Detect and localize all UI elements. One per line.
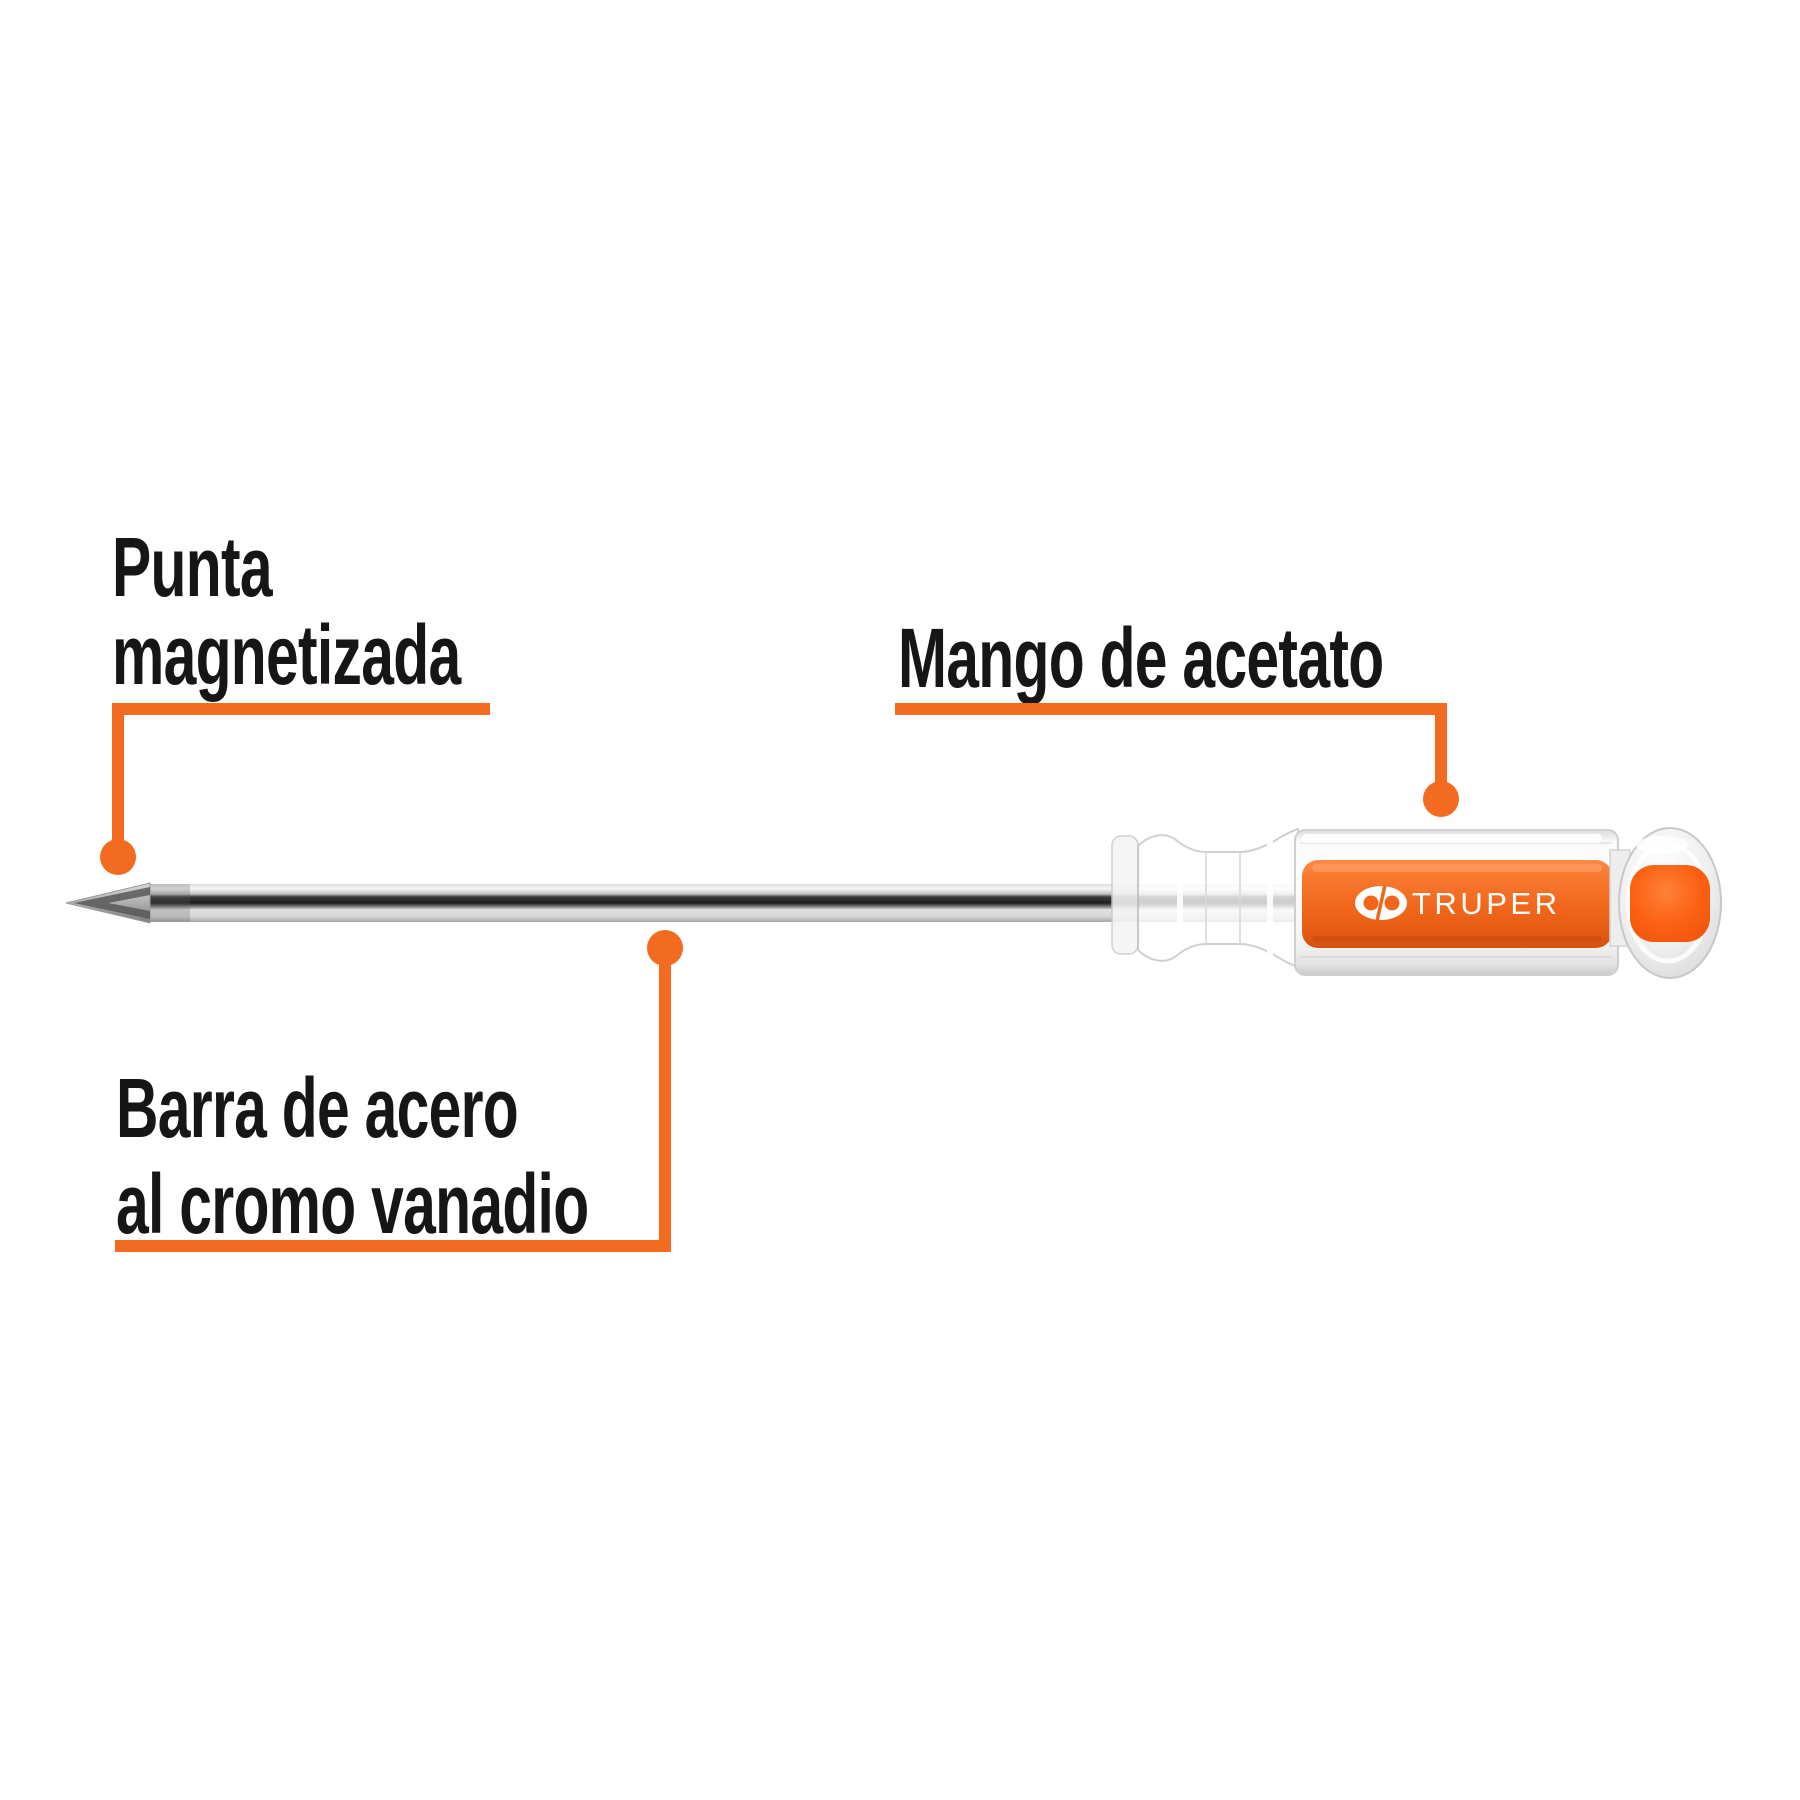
shaft-flange (1111, 835, 1139, 955)
label-punta-line1: Punta (112, 520, 273, 614)
label-mango-de-acetato: Mango de acetato (898, 611, 1384, 705)
handle-cap-seam (1609, 849, 1631, 947)
handle-body (1294, 829, 1619, 976)
truper-logo-icon (1355, 884, 1407, 922)
band-bottom-shade (1312, 936, 1602, 942)
label-punta-magnetizada: Punta magnetizada (112, 520, 461, 702)
label-punta-line2: magnetizada (112, 608, 461, 702)
punta-callout-dot (100, 839, 136, 875)
clear-collar (1137, 827, 1299, 969)
truper-logo-text: TRUPER (1412, 886, 1560, 921)
label-mango-text: Mango de acetato (898, 611, 1384, 705)
mango-callout-dot (1423, 781, 1459, 817)
screwdriver-shaft (148, 884, 1308, 922)
phillips-tip-flutes (74, 887, 150, 919)
handle-end-cap (1618, 827, 1722, 979)
mango-callout-line-vertical (1435, 703, 1447, 798)
handle-orange-band: TRUPER (1302, 860, 1612, 948)
end-cap-glare (1636, 836, 1688, 854)
handle-gloss-highlight (1302, 834, 1602, 843)
barra-callout-line-horizontal (115, 1240, 671, 1252)
barra-callout-line-vertical (659, 950, 671, 1252)
end-cap-orange-insert (1630, 865, 1710, 942)
shaft-tip-zone (148, 884, 190, 922)
label-barra-line1: Barra de acero (116, 1061, 519, 1155)
label-barra-de-acero: Barra de acero al cromo vanadio (116, 1060, 589, 1252)
punta-callout-line-vertical (112, 703, 124, 853)
label-barra-line2: al cromo vanadio (116, 1157, 589, 1251)
mango-callout-line-horizontal (895, 703, 1447, 715)
phillips-tip (65, 882, 151, 924)
band-top-glare (1312, 864, 1602, 872)
punta-callout-line-horizontal (112, 703, 490, 715)
